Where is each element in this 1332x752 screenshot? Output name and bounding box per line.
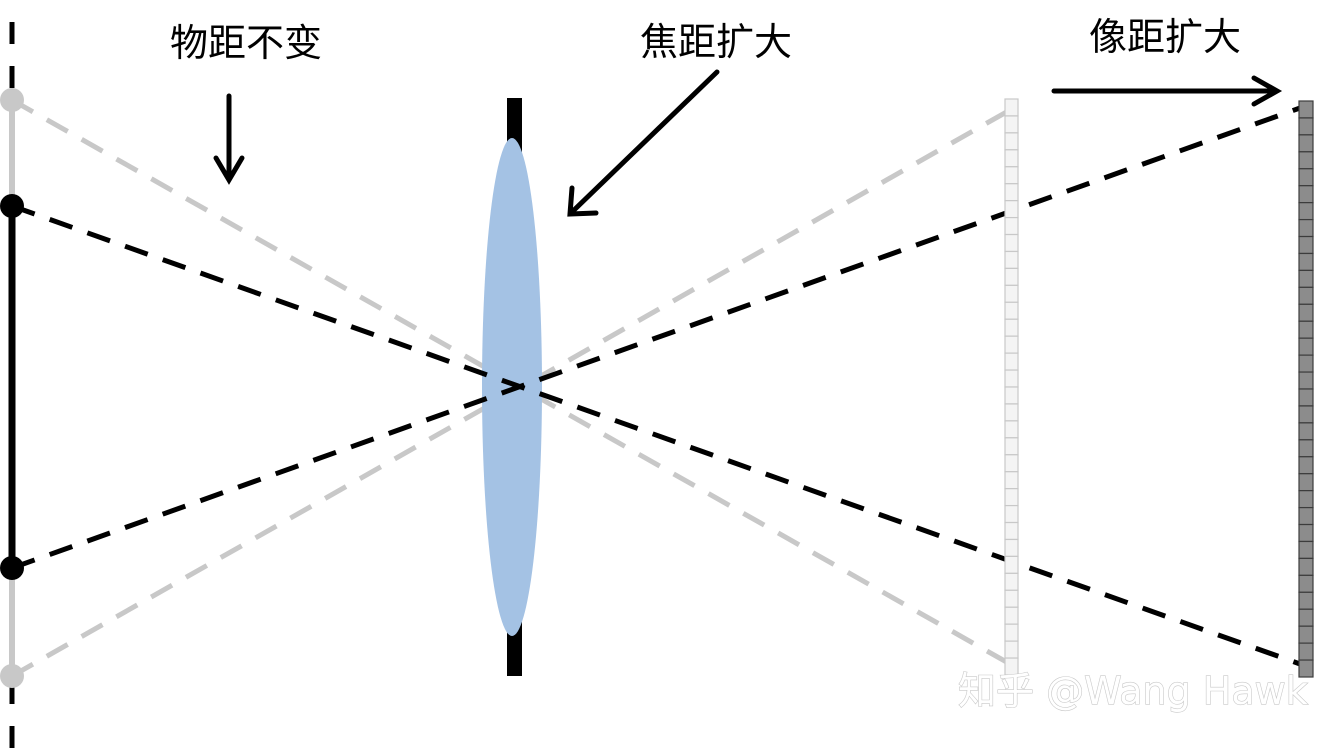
old-sensor-pixel	[1004, 233, 1019, 253]
old-image-sensor	[1004, 98, 1019, 676]
new-sensor-pixel	[1298, 286, 1314, 305]
old-sensor-pixel	[1004, 437, 1019, 456]
new-sensor-pixel	[1298, 473, 1314, 492]
old-sensor-pixel	[1004, 657, 1019, 676]
new-image-sensor	[1298, 100, 1314, 678]
object-distance-arrow	[213, 93, 245, 185]
new-sensor-pixel	[1298, 252, 1314, 272]
focal-length-arrow	[567, 69, 720, 217]
old-sensor-pixel	[1004, 420, 1019, 439]
old-sensor-pixel	[1004, 386, 1019, 405]
old-sensor-pixel	[1004, 521, 1019, 541]
object-top-point	[0, 194, 24, 218]
new-sensor-pixel	[1298, 642, 1314, 661]
new-sensor-pixel	[1298, 659, 1314, 678]
new-sensor-pixel	[1298, 151, 1314, 170]
new-sensor-pixel	[1298, 388, 1314, 407]
new-sensor-pixel	[1298, 218, 1314, 238]
image-distance-label: 像距扩大	[1089, 15, 1241, 59]
old-sensor-pixel	[1004, 216, 1019, 236]
new-sensor-pixel	[1298, 202, 1314, 221]
old-sensor-pixel	[1004, 589, 1019, 608]
object-distance-label: 物距不变	[170, 21, 322, 65]
old-sensor-pixel	[1004, 352, 1019, 371]
old-sensor-pixel	[1004, 403, 1019, 422]
old-sensor-pixel	[1004, 335, 1019, 354]
new-sensor-pixel	[1298, 625, 1314, 644]
old-sensor-pixel	[1004, 115, 1019, 134]
new-sensor-pixel	[1298, 557, 1314, 576]
old-sensor-pixel	[1004, 284, 1019, 303]
new-sensor-pixel	[1298, 320, 1314, 339]
new-sensor-pixel	[1298, 405, 1314, 424]
old-sensor-pixel	[1004, 623, 1019, 642]
new-sensor-pixel	[1298, 269, 1314, 288]
new-sensor-pixel	[1298, 134, 1314, 153]
new-sensor-pixel	[1298, 117, 1314, 136]
new-sensor-pixel	[1298, 371, 1314, 390]
new-sensor-pixel	[1298, 168, 1314, 187]
new-sensor-pixel	[1298, 303, 1314, 322]
new-rays	[11, 105, 1301, 667]
old-sensor-pixel	[1004, 301, 1019, 320]
old-sensor-pixel	[1004, 98, 1019, 117]
old-sensor-pixel	[1004, 369, 1019, 388]
new-sensor-pixel	[1298, 540, 1314, 560]
old-sensor-pixel	[1004, 454, 1019, 473]
new-sensor-pixel	[1298, 337, 1314, 356]
new-sensor-pixel	[1298, 506, 1314, 526]
old-sensor-pixel	[1004, 640, 1019, 659]
old-sensor-pixel	[1004, 166, 1019, 185]
new-sensor-pixel	[1298, 490, 1314, 509]
new-ray-bottom	[11, 105, 1301, 571]
old-sensor-pixel	[1004, 183, 1019, 202]
new-sensor-pixel	[1298, 354, 1314, 373]
old-sensor-pixel	[1004, 572, 1019, 591]
old-sensor-pixel	[1004, 504, 1019, 524]
new-sensor-pixel	[1298, 574, 1314, 593]
old-sensor-pixel	[1004, 200, 1019, 219]
new-sensor-pixel	[1298, 523, 1314, 543]
new-sensor-pixel	[1298, 608, 1314, 627]
old-sensor-pixel	[1004, 488, 1019, 507]
old-sensor-pixel	[1004, 555, 1019, 574]
old-sensor-pixel	[1004, 538, 1019, 558]
old-sensor-pixel	[1004, 318, 1019, 337]
new-sensor-pixel	[1298, 235, 1314, 255]
new-sensor-pixel	[1298, 422, 1314, 441]
old-sensor-pixel	[1004, 267, 1019, 286]
watermark: 知乎 @Wang Hawk	[958, 669, 1308, 713]
old-sensor-pixel	[1004, 471, 1019, 490]
old-sensor-pixel	[1004, 132, 1019, 151]
image-distance-arrow	[1051, 75, 1283, 107]
old-sensor-pixel	[1004, 250, 1019, 270]
focal-length-label: 焦距扩大	[640, 20, 792, 64]
new-ray-top	[11, 203, 1301, 667]
new-sensor-pixel	[1298, 591, 1314, 610]
new-sensor-pixel	[1298, 100, 1314, 119]
new-sensor-pixel	[1298, 185, 1314, 204]
old-object-top-point	[0, 88, 24, 112]
old-object-bottom-point	[0, 664, 24, 688]
new-sensor-pixel	[1298, 456, 1314, 475]
old-sensor-pixel	[1004, 606, 1019, 625]
old-sensor-pixel	[1004, 149, 1019, 168]
new-sensor-pixel	[1298, 439, 1314, 458]
object-bottom-point	[0, 556, 24, 580]
